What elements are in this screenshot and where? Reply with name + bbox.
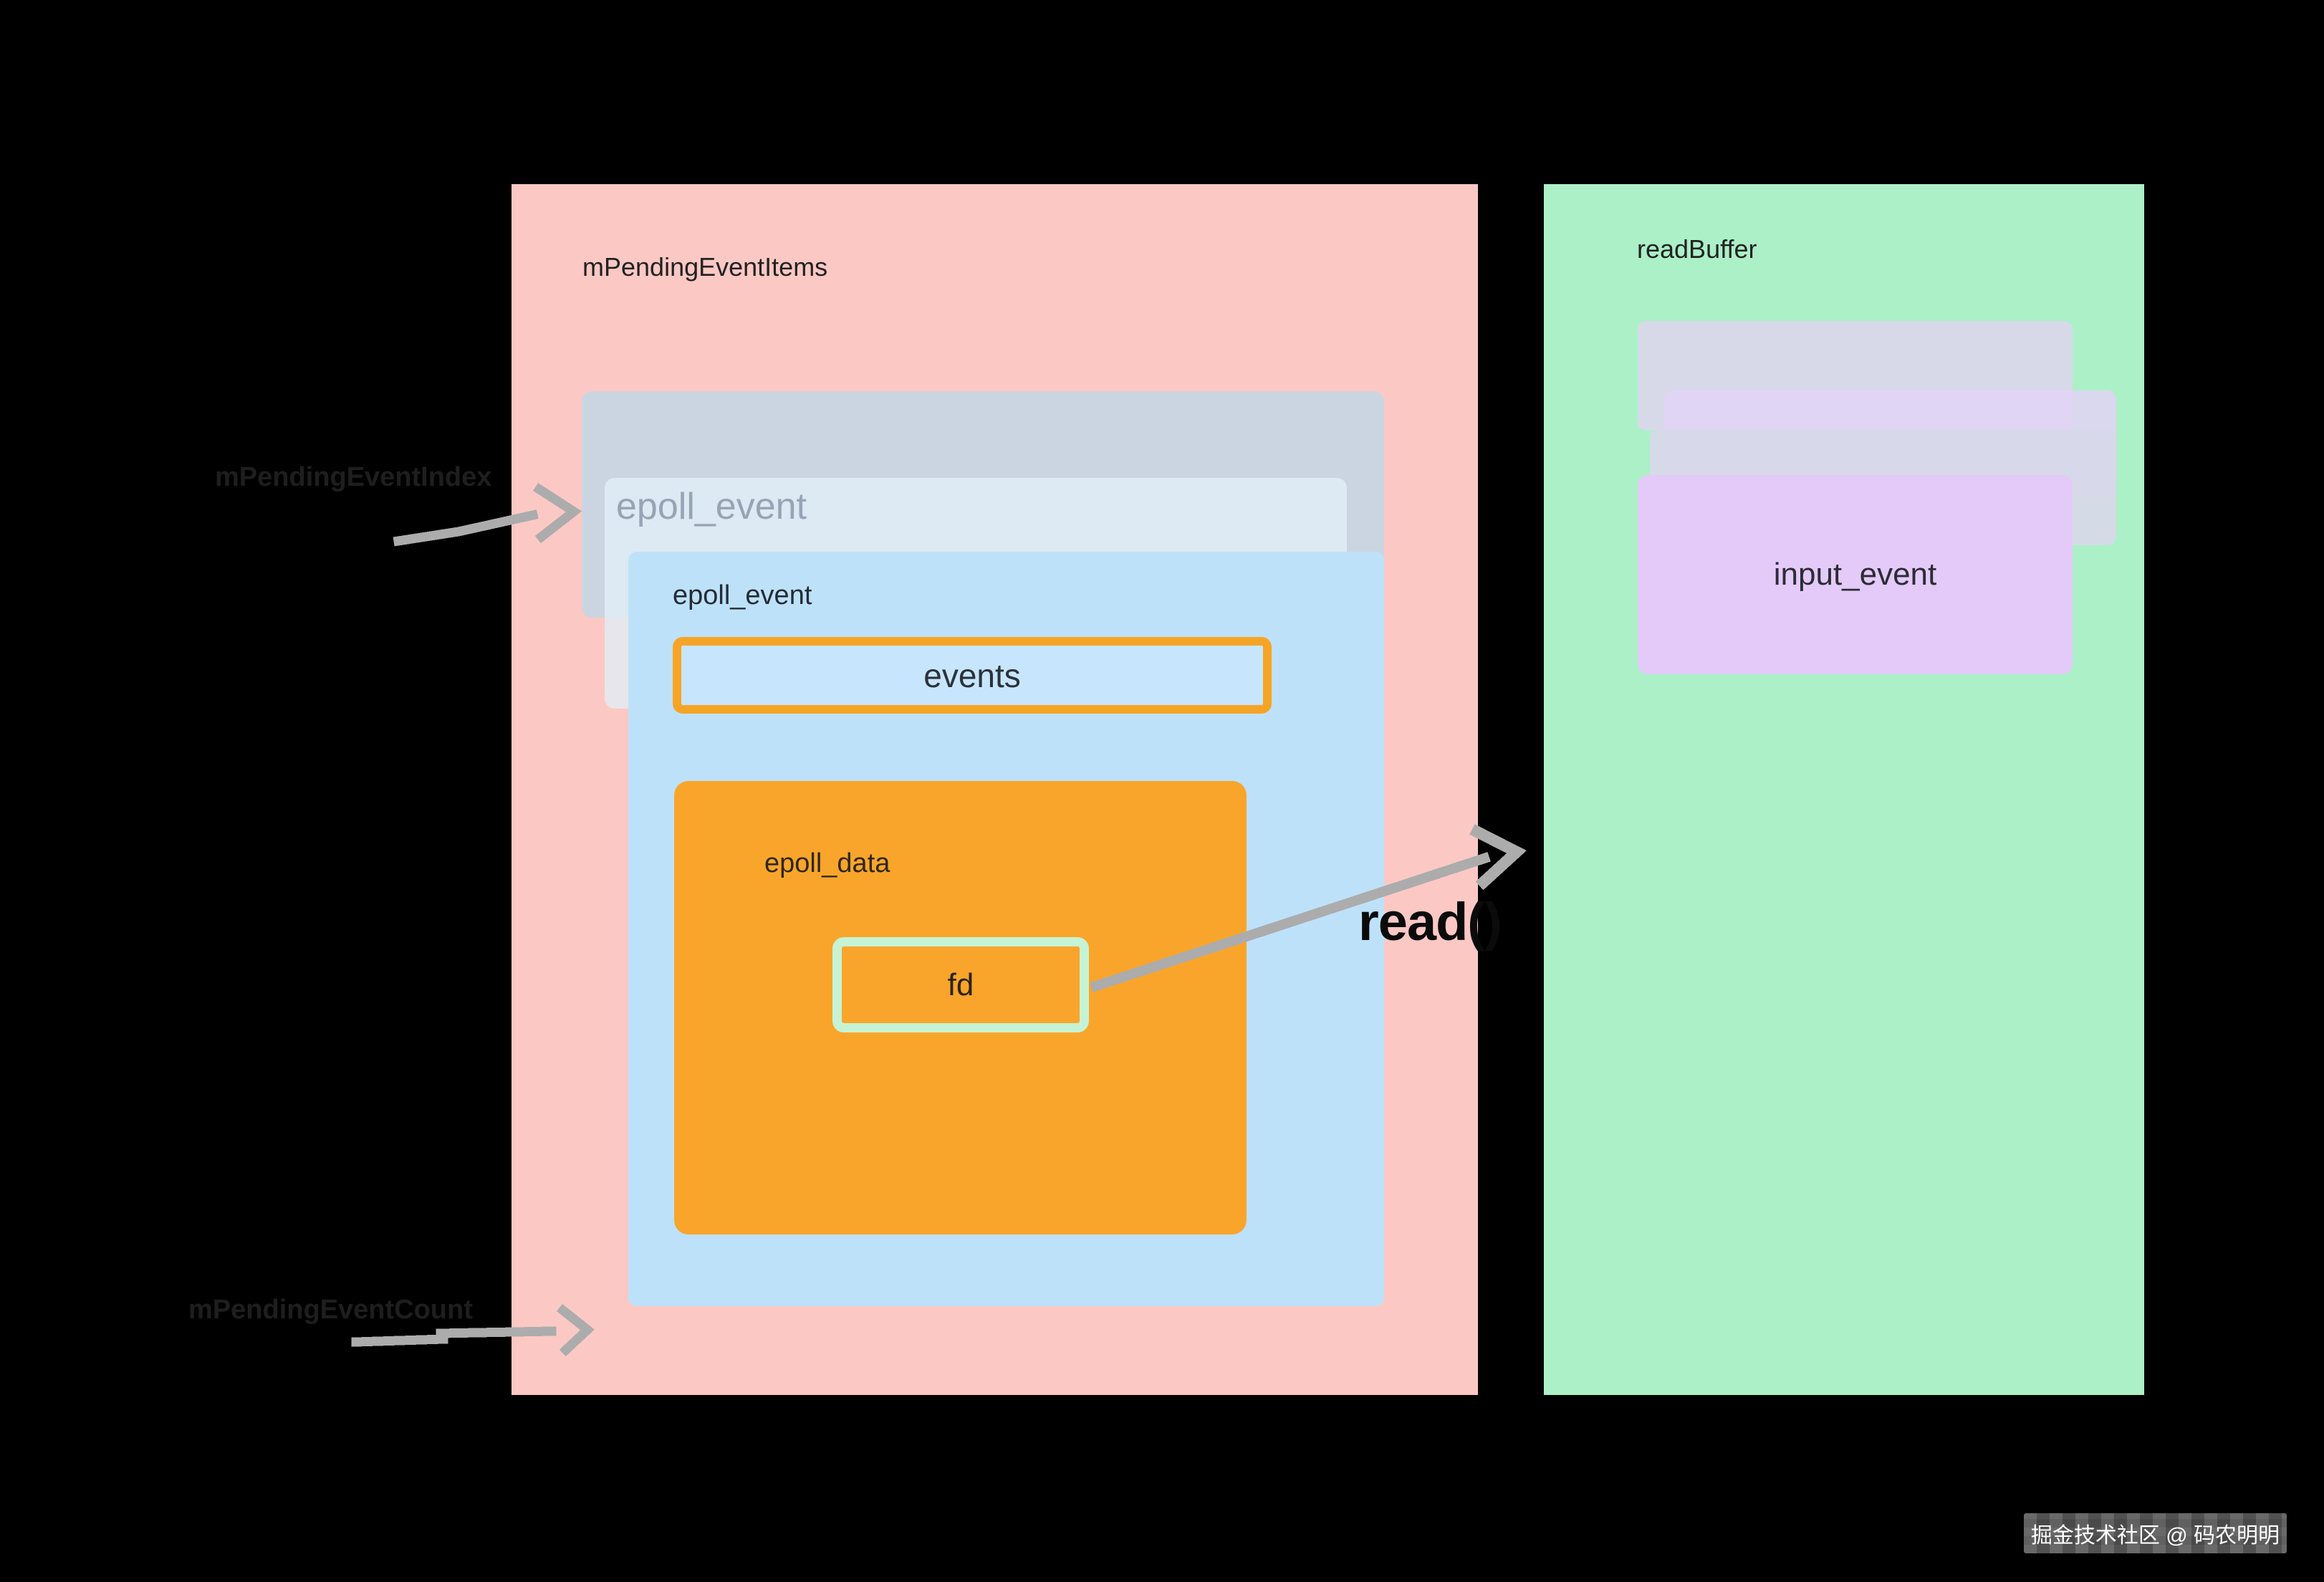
read-buffer-panel: readBuffer input_event	[1544, 184, 2144, 1395]
epoll-data-box: epoll_data fd	[674, 781, 1247, 1235]
epoll-event-front-box: epoll_event events epoll_data fd	[628, 552, 1384, 1306]
pending-event-index-label: mPendingEventIndex	[215, 462, 492, 492]
pending-event-count-label: mPendingEventCount	[188, 1295, 473, 1325]
input-event-label: input_event	[1773, 557, 1937, 592]
epoll-event-front-label: epoll_event	[673, 580, 812, 610]
input-event-front-box: input_event	[1638, 475, 2073, 674]
epoll-data-label: epoll_data	[764, 848, 890, 878]
events-label: events	[923, 656, 1021, 694]
epoll-event-back-label: epoll_event	[616, 486, 807, 527]
read-syscall-label: read()	[1358, 892, 1502, 951]
fd-field-box: fd	[832, 937, 1089, 1032]
pending-event-items-panel: mPendingEventItems epoll_event epoll_eve…	[512, 184, 1478, 1395]
pending-panel-title: mPendingEventItems	[582, 252, 828, 282]
fd-label: fd	[947, 967, 974, 1002]
events-field-box: events	[673, 637, 1272, 714]
read-buffer-title: readBuffer	[1637, 234, 1757, 264]
watermark-badge: 掘金技术社区 @ 码农明明	[2024, 1513, 2287, 1553]
